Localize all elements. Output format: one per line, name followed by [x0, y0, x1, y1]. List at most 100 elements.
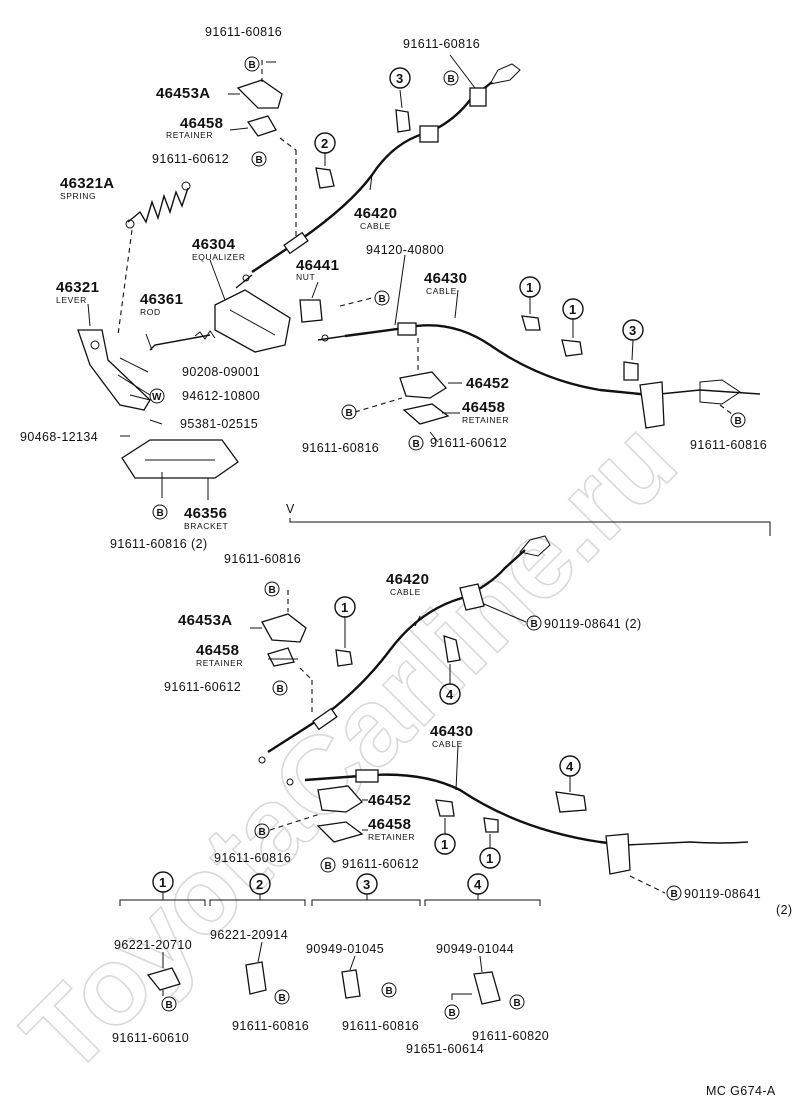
- bracket-part: [121, 439, 239, 479]
- svg-text:B: B: [346, 408, 353, 419]
- svg-text:3: 3: [629, 323, 636, 338]
- svg-text:B: B: [671, 889, 678, 900]
- label-cable2-top: CABLE: [426, 286, 457, 296]
- svg-text:B: B: [386, 986, 393, 997]
- svg-text:B: B: [514, 998, 521, 1009]
- label-91611-60816-f: 91611-60816: [214, 851, 291, 865]
- label-90468-12134: 90468-12134: [20, 430, 98, 444]
- clip-1-bottom-c: [483, 817, 499, 833]
- clamp-2-part: [245, 961, 267, 995]
- label-cable-bottom: CABLE: [390, 587, 421, 597]
- cable-46420-bottom: [258, 535, 551, 764]
- label-46304: 46304: [192, 236, 236, 253]
- label-91611-60816-c2: 91611-60816: [232, 1019, 309, 1033]
- label-91611-60612-b: 91611-60612: [430, 436, 507, 450]
- label-46453A-bottom: 46453A: [178, 612, 232, 629]
- clip-1-top-a: [521, 315, 541, 331]
- label-96221-20914: 96221-20914: [210, 928, 288, 942]
- svg-text:B: B: [269, 585, 276, 596]
- label-90208-09001: 90208-09001: [182, 365, 260, 379]
- label-46361: 46361: [140, 291, 183, 308]
- label-90119-08641-b-qty: (2): [776, 903, 792, 917]
- svg-text:B: B: [259, 827, 266, 838]
- label-90119-08641-a: 90119-08641 (2): [544, 617, 642, 631]
- svg-text:1: 1: [569, 302, 576, 317]
- clip-1-top-b: [561, 339, 583, 357]
- label-46452-bottom: 46452: [368, 792, 411, 809]
- label-bracket: BRACKET: [184, 521, 228, 531]
- label-94612-10800: 94612-10800: [182, 389, 260, 403]
- label-46458-bottom-b: 46458: [368, 816, 411, 833]
- clip-1-bottom-b: [435, 799, 455, 817]
- label-46430-bottom: 46430: [430, 723, 473, 740]
- clip-4-bottom-b: [555, 791, 587, 813]
- label-91611-60816-2: 91611-60816 (2): [110, 537, 208, 551]
- label-91651-60614: 91651-60614: [406, 1042, 484, 1056]
- clamp-legend: 1 2 3 4 B B B B B 96221-20710 91611-6061…: [112, 871, 549, 1056]
- label-46420-top: 46420: [354, 205, 397, 222]
- label-cable2-bottom: CABLE: [432, 739, 463, 749]
- label-90949-01044: 90949-01044: [436, 942, 514, 956]
- label-46452-top: 46452: [466, 375, 509, 392]
- cable-46430-bottom: [286, 769, 749, 875]
- svg-text:B: B: [256, 155, 263, 166]
- svg-text:W: W: [152, 392, 162, 403]
- label-46458-top: 46458: [180, 115, 223, 132]
- label-91611-60816-b: 91611-60816: [403, 37, 480, 51]
- label-spring: SPRING: [60, 191, 96, 201]
- label-46458-bottom: 46458: [196, 642, 239, 659]
- label-91611-60816-e: 91611-60816: [224, 552, 301, 566]
- svg-text:B: B: [166, 1000, 173, 1011]
- label-46356: 46356: [184, 505, 227, 522]
- label-90949-01045: 90949-01045: [306, 942, 384, 956]
- nut-46441: [299, 299, 323, 323]
- svg-text:1: 1: [159, 875, 166, 890]
- label-91611-60816-c3: 91611-60816: [342, 1019, 419, 1033]
- clip-number-markers-bottom: 1 4 4 1 1: [334, 596, 581, 869]
- svg-text:3: 3: [396, 71, 403, 86]
- svg-text:B: B: [279, 993, 286, 1004]
- clamp-4-part: [473, 971, 501, 1005]
- lever-part: [77, 329, 151, 411]
- svg-text:4: 4: [566, 759, 574, 774]
- label-46441: 46441: [296, 257, 339, 274]
- label-equalizer: EQUALIZER: [192, 252, 246, 262]
- clip-4-bottom-a: [443, 635, 461, 663]
- svg-text:B: B: [735, 416, 742, 427]
- section-bracket-line: [289, 518, 771, 536]
- bracket-46452-bottom: [317, 785, 363, 813]
- svg-text:B: B: [249, 60, 256, 71]
- svg-text:B: B: [413, 439, 420, 450]
- svg-text:1: 1: [526, 280, 533, 295]
- label-91611-60612-b-bottom: 91611-60612: [342, 857, 419, 871]
- svg-text:B: B: [449, 1008, 456, 1019]
- svg-text:4: 4: [446, 687, 454, 702]
- bolt-symbols-bottom: B B B B B B: [254, 581, 682, 901]
- svg-text:3: 3: [363, 877, 370, 892]
- label-nut: NUT: [296, 272, 315, 282]
- svg-text:B: B: [531, 619, 538, 630]
- label-46420-bottom: 46420: [386, 571, 429, 588]
- label-91611-60612-top: 91611-60612: [152, 152, 229, 166]
- label-lever: LEVER: [56, 295, 87, 305]
- svg-text:1: 1: [441, 837, 448, 852]
- label-cable-top: CABLE: [360, 221, 391, 231]
- label-46321A: 46321A: [60, 175, 114, 192]
- clip-2-top: [315, 167, 335, 189]
- svg-text:B: B: [157, 508, 164, 519]
- label-retainer-top: RETAINER: [166, 130, 213, 140]
- svg-text:B: B: [325, 861, 332, 872]
- svg-text:2: 2: [321, 136, 328, 151]
- label-46453A-top: 46453A: [156, 85, 210, 102]
- label-91611-60612-bottom: 91611-60612: [164, 680, 241, 694]
- svg-text:4: 4: [474, 877, 482, 892]
- label-46321: 46321: [56, 279, 99, 296]
- bolt-symbols-top: B B B B B B B B W: [149, 56, 746, 520]
- svg-text:1: 1: [341, 600, 348, 615]
- section-marker: V: [286, 502, 295, 516]
- cable-46430-top: [317, 322, 761, 429]
- label-91611-60816-a: 91611-60816: [205, 25, 282, 39]
- clip-3-top-a: [395, 109, 411, 133]
